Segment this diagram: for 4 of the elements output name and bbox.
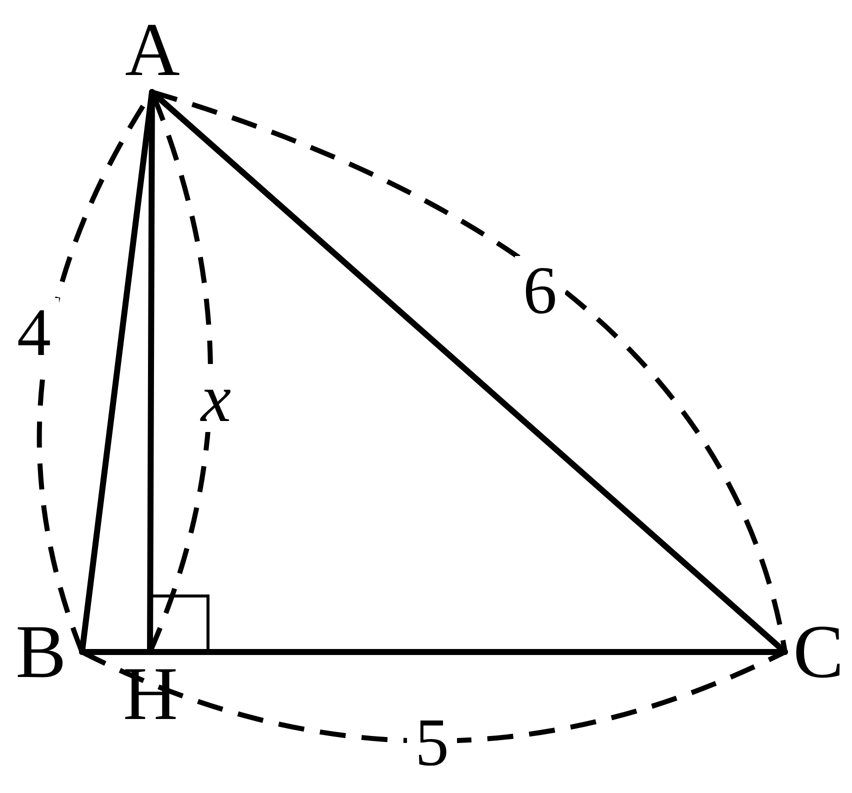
vertex-label: C — [785, 610, 852, 694]
vertex-label: A — [115, 8, 190, 92]
triangle-side — [79, 649, 788, 655]
vertex-label: B — [0, 610, 82, 694]
